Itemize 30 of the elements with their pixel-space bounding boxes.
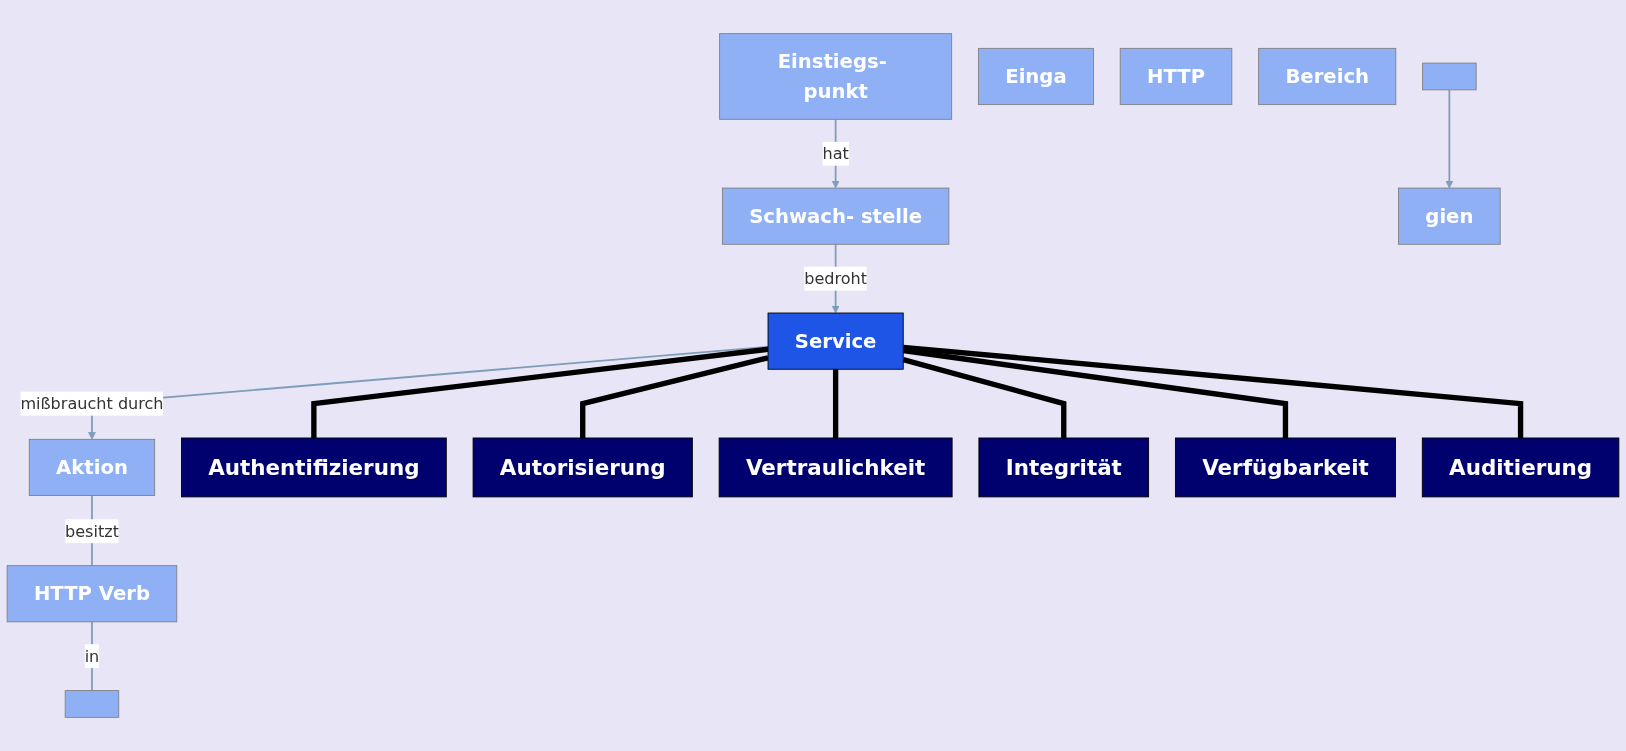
connector [832, 369, 839, 438]
node-box: gien [1398, 187, 1501, 245]
node-box: Bereich [1258, 47, 1397, 106]
edge-label: besitzt [64, 521, 119, 541]
connector [902, 347, 1289, 438]
node-box [1422, 62, 1477, 91]
node-box: Vertraulichkeit [718, 437, 953, 498]
connector [902, 357, 1067, 438]
node-box: Integrität [978, 437, 1150, 498]
edge-label: bedroht [804, 269, 868, 289]
connector [311, 346, 769, 438]
arrow [1445, 89, 1454, 189]
node-box: Authentifizierung [181, 437, 447, 498]
connector [903, 344, 1524, 438]
node-box: Verfügbarkeit [1174, 437, 1396, 498]
edge-label: hat [822, 144, 849, 164]
node-box [64, 690, 120, 718]
node-box: Auditierung [1421, 437, 1620, 498]
edge-label: in [84, 646, 100, 666]
node-box: HTTP Verb [6, 565, 178, 623]
node-box: Einstiegs- punkt [719, 33, 953, 120]
connector [580, 355, 769, 438]
node-box: Autorisierung [472, 437, 693, 498]
node-box: Service [767, 312, 904, 370]
edge-label: mißbraucht durch [20, 394, 164, 413]
node-box: Aktion [28, 438, 156, 496]
node-box: Einga [978, 47, 1094, 106]
node-box: HTTP [1119, 47, 1233, 106]
node-box: Schwach- stelle [721, 187, 950, 245]
arrow [88, 345, 769, 440]
